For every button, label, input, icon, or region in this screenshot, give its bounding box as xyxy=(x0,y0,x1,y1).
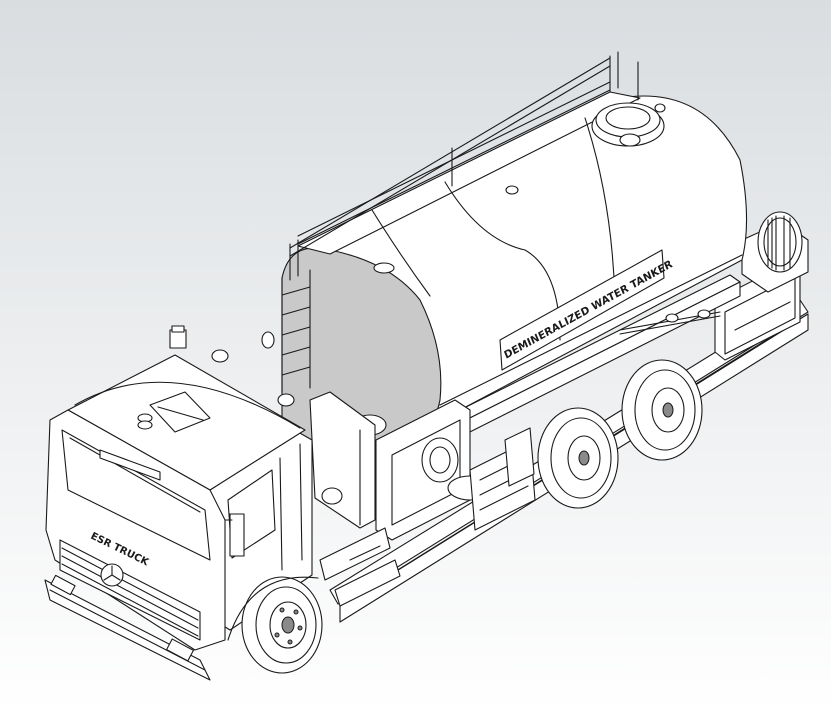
side-pipe xyxy=(619,309,721,335)
manhole xyxy=(591,102,666,147)
air-tank xyxy=(309,391,376,529)
hose-reel xyxy=(741,211,809,293)
handrail xyxy=(289,51,639,281)
rear-wheel-1 xyxy=(537,407,619,509)
tank-fittings xyxy=(211,185,519,407)
front-wheel-arch xyxy=(227,576,319,641)
ladder xyxy=(281,269,311,393)
water-tank: DEMINERALIZED WATER TANKER xyxy=(281,81,748,451)
rear-wheel-2 xyxy=(621,359,703,461)
cab-steps xyxy=(319,527,401,607)
side-guard xyxy=(469,427,536,531)
truck-cab: ESR TRUCK xyxy=(44,325,313,681)
front-wheel xyxy=(241,576,323,674)
pump-unit xyxy=(353,399,493,541)
